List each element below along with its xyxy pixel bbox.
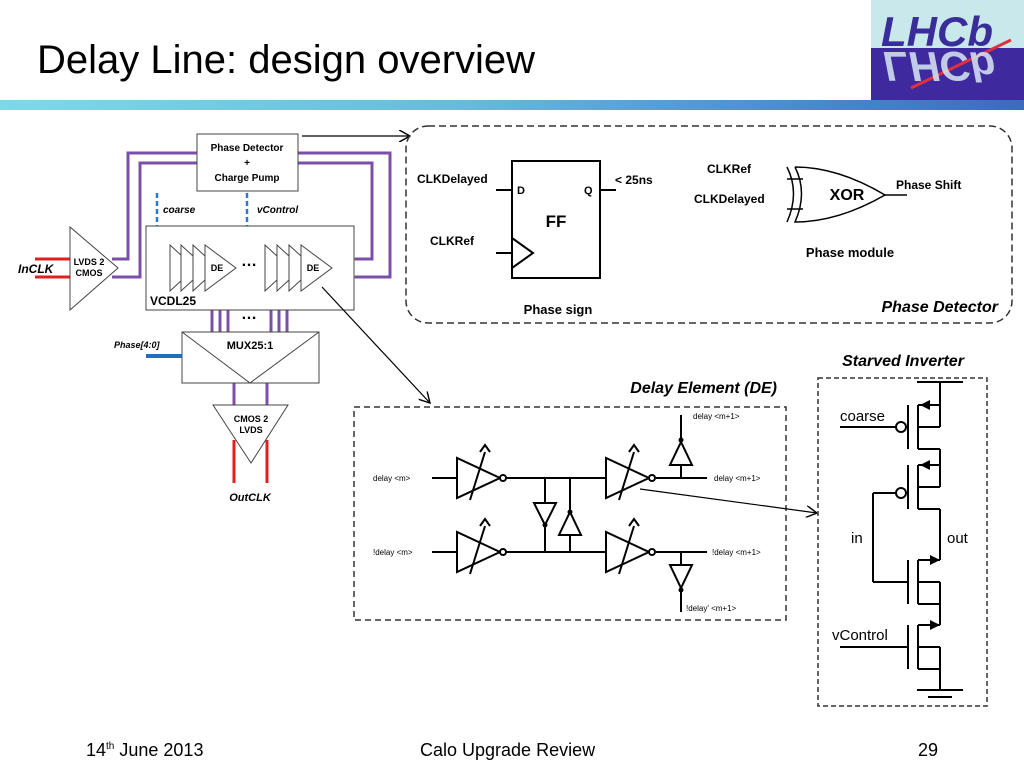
logo-text: LHCb [881,8,993,55]
svg-text:CLKRef: CLKRef [707,162,752,176]
svg-text:in: in [851,530,863,547]
svg-text:CMOS 2: CMOS 2 [234,414,269,424]
footer-date: 14th June 2013 [86,740,204,760]
delay-element-panel: Delay Element (DE) [353,380,817,621]
svg-text:Phase Detector: Phase Detector [211,143,284,154]
svg-text:vControl: vControl [832,627,888,644]
arrow-to-starved-inverter [639,488,817,513]
starved-inverter-panel: Starved Inverter [817,353,988,707]
svg-text:D: D [517,185,525,197]
footer-page-number: 29 [918,740,939,760]
phase-bus-label: Phase[4:0] [114,340,161,350]
svg-text:FF: FF [546,212,567,231]
vcdl-label: VCDL25 [150,294,196,308]
delay-element-chain [169,243,333,293]
svg-text:!delay <m>: !delay <m> [373,548,413,557]
svg-text:CMOS: CMOS [76,268,103,278]
svg-text:Phase Shift: Phase Shift [896,178,961,192]
phase-detector-title: Phase Detector [882,299,999,316]
svg-text:LVDS: LVDS [239,425,262,435]
svg-text:LHCb: LHCb [883,43,995,90]
svg-text:…: … [241,306,257,323]
svg-text:DE: DE [307,263,320,273]
svg-text:delay <m+1>: delay <m+1> [693,412,740,421]
svg-text:Phase module: Phase module [806,245,894,260]
svg-text:delay <m+1>: delay <m+1> [714,474,761,483]
svg-text:XOR: XOR [830,187,865,204]
svg-text:Charge Pump: Charge Pump [214,173,279,184]
svg-text:DE: DE [211,263,224,273]
svg-text:coarse: coarse [840,408,885,425]
inclk-label: InCLK [18,262,55,276]
svg-text:…: … [241,253,257,270]
svg-text:Delay Element (DE): Delay Element (DE) [630,380,777,397]
block-diagram: InCLK Phase Detector + Charge Pump coars… [18,134,430,504]
phase-detector-panel: CLKDelayed CLKRef D Q FF < 25ns Phase si… [405,125,1013,324]
cmos2lvds-buffer [212,404,289,464]
svg-text:Starved Inverter: Starved Inverter [842,353,965,370]
phase-detector-box [196,133,299,192]
svg-text:CLKDelayed: CLKDelayed [694,192,765,206]
control-dashed-lines [155,193,249,226]
svg-text:delay <m>: delay <m> [373,474,411,483]
svg-text:+: + [244,158,250,169]
lhcb-logo: LHCb LHCb [871,0,1024,100]
svg-text:!delay' <m+1>: !delay' <m+1> [686,604,737,613]
diagram-canvas: InCLK Phase Detector + Charge Pump coars… [18,125,1013,707]
xor-gate [786,166,907,223]
svg-text:< 25ns: < 25ns [615,173,653,187]
svg-text:Phase sign: Phase sign [524,302,593,317]
svg-text:LVDS 2: LVDS 2 [74,257,105,267]
svg-text:Q: Q [584,185,593,197]
arrow-to-delay-element [321,286,430,403]
lvds2cmos-buffer [69,225,119,312]
purple-feedback-wires [112,151,392,405]
footer-event: Calo Upgrade Review [420,740,596,760]
vcontrol-label: vControl [257,205,298,216]
flip-flop [511,160,601,279]
mux-box [181,331,320,384]
title-divider-bar [0,100,1024,110]
svg-text:CLKDelayed: CLKDelayed [417,172,488,186]
svg-text:out: out [947,530,969,547]
outclk-label: OutCLK [229,492,272,504]
svg-text:!delay <m+1>: !delay <m+1> [712,548,761,557]
slide-title: Delay Line: design overview [37,38,536,82]
red-lvds-wires [35,257,269,483]
mux-label: MUX25:1 [227,340,273,352]
svg-text:CLKRef: CLKRef [430,234,475,248]
coarse-label: coarse [163,205,196,216]
